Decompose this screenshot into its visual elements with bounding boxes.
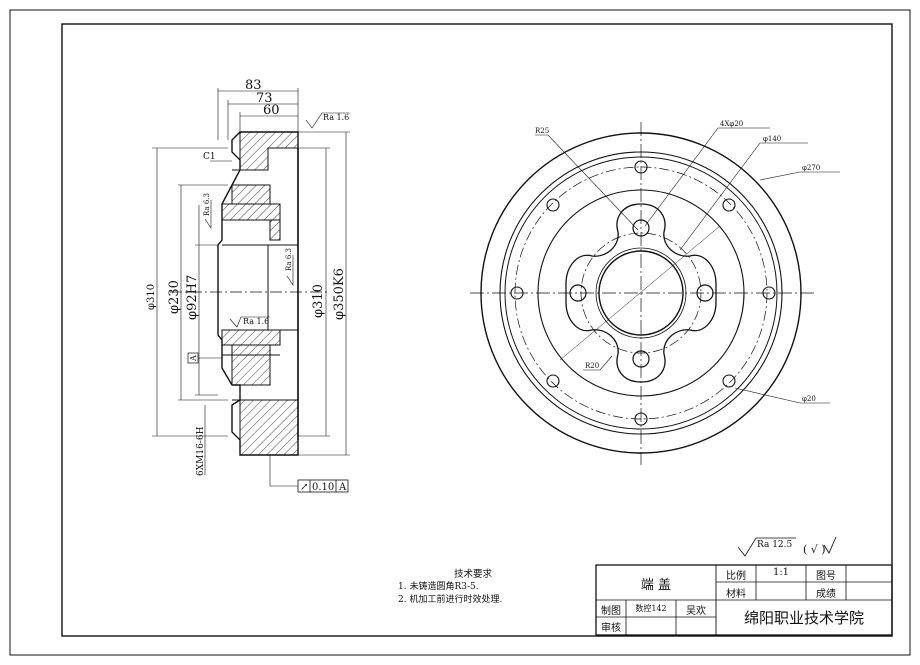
outer-frame (9, 9, 911, 656)
dim-d230: φ230 (167, 280, 182, 314)
dim-60: 60 (263, 103, 280, 118)
bolt-hole (722, 374, 736, 388)
datum-a: A (189, 355, 198, 362)
technical-requirements: 技术要求 1. 未铸造圆角R3-5. 2. 机加工前进行时效处理. (398, 568, 568, 607)
roughness-ra63-top: Ra 6.3 (203, 193, 211, 216)
thread-spec: 6XM16-6H (196, 426, 206, 476)
scale-value: 1:1 (772, 567, 790, 578)
dim-73: 73 (256, 91, 273, 106)
general-roughness-paren: ( √ ) (803, 543, 826, 556)
bolt-hole (546, 374, 560, 388)
dim-4x-d20: 4Xφ20 (720, 120, 743, 128)
note-item: 1. 未铸造圆角R3-5. (398, 582, 479, 592)
scale-label: 比例 (726, 571, 746, 582)
section-hatching (221, 131, 299, 456)
notes-title: 技术要求 (453, 569, 492, 580)
review-label: 审核 (601, 623, 621, 634)
dim-83: 83 (245, 78, 262, 93)
roughness-ra16-mid: Ra 1.6 (243, 317, 269, 326)
dim-d140: φ140 (763, 135, 781, 143)
note-item: 2. 机加工前进行时效处理. (398, 595, 503, 605)
general-roughness-value: Ra 12.5 (757, 540, 793, 550)
section-outline (217, 131, 299, 456)
runout-symbol: ↗ (300, 482, 308, 493)
grade-label: 成绩 (816, 589, 836, 600)
dim-r25: R25 (535, 127, 549, 135)
drawing-no-label: 图号 (816, 571, 836, 582)
school-name: 绵阳职业技术学院 (743, 609, 864, 627)
part-name: 端 盖 (640, 578, 672, 593)
dim-d350k6: φ350K6 (332, 268, 347, 320)
section-view (152, 88, 350, 493)
runout-value: 0.10 (312, 482, 334, 493)
roughness-ra63-right: Ra 6.3 (285, 248, 293, 271)
bolt-hole (722, 198, 736, 212)
inner-frame (61, 23, 893, 637)
front-view (470, 122, 840, 557)
drawn-label: 制图 (601, 606, 621, 617)
title-block (595, 564, 893, 636)
dim-d270: φ270 (802, 164, 820, 172)
dim-d92h7: φ92H7 (185, 275, 200, 320)
dim-d310-left: φ310 (146, 284, 157, 310)
bolt-hole (546, 198, 560, 212)
dim-d310-right: φ310 (311, 284, 326, 318)
drawn-name: 吴欢 (686, 606, 706, 617)
drawn-class: 数控142 (635, 604, 667, 613)
material-label: 材料 (726, 589, 746, 600)
runout-datum: A (338, 482, 347, 493)
roughness-ra16-top: Ra 1.6 (323, 113, 349, 122)
chamfer-c1: C1 (203, 152, 216, 162)
dim-r20: R20 (585, 362, 599, 370)
dim-d20: φ20 (802, 395, 816, 403)
